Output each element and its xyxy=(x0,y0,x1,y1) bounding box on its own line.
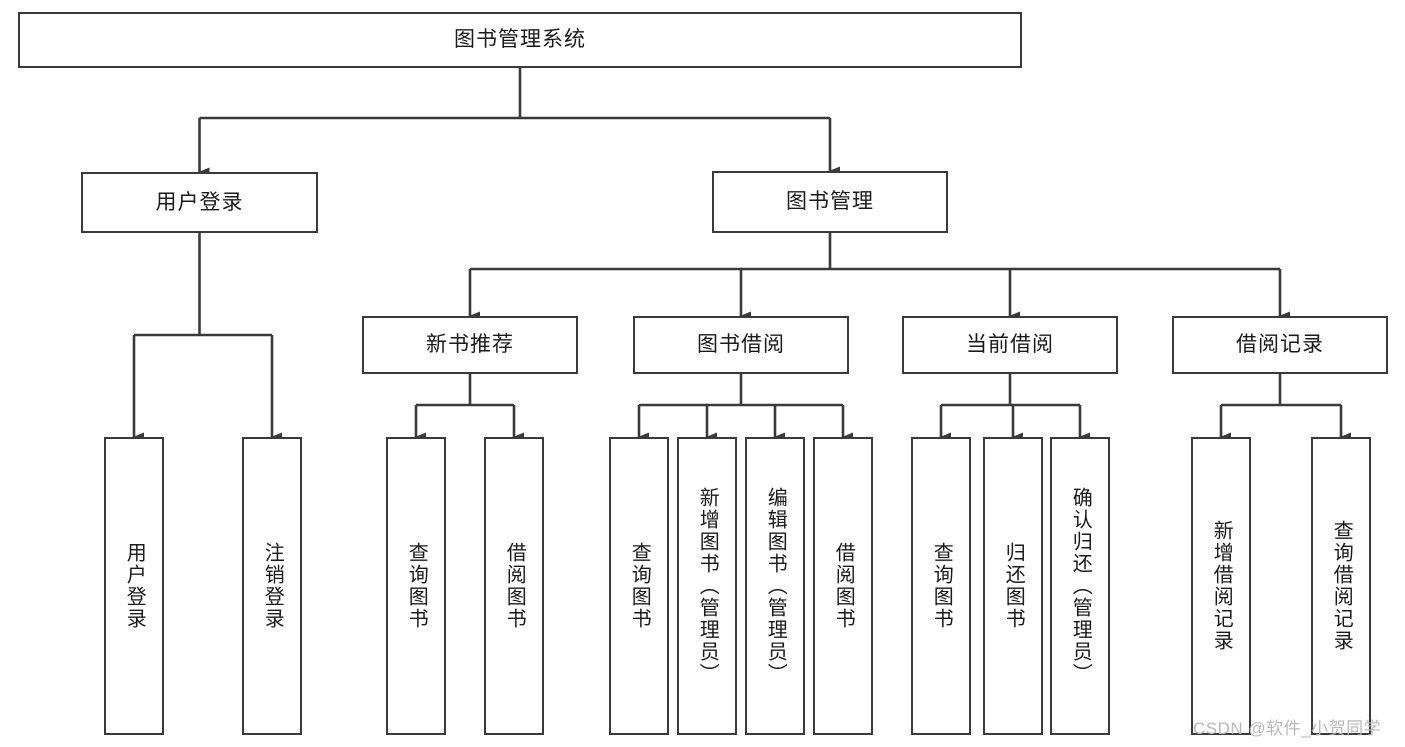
node-label: 图书管理系统 xyxy=(454,28,586,52)
node-root[interactable]: 图书管理系统 xyxy=(18,12,1022,68)
node-label: 归还图书 xyxy=(1002,542,1025,630)
node-label: 图书管理 xyxy=(786,190,874,214)
node-label: 查询图书 xyxy=(405,542,428,630)
node-label: 注销登录 xyxy=(261,542,284,630)
node-label: 新增图书（管理员） xyxy=(696,487,719,685)
node-borrow[interactable]: 图书借阅 xyxy=(633,316,849,374)
node-label: 借阅记录 xyxy=(1236,333,1324,357)
node-label: 当前借阅 xyxy=(966,333,1054,357)
node-label: 用户登录 xyxy=(155,190,244,214)
node-leaf-cur-3[interactable]: 确认归还（管理员） xyxy=(1050,437,1110,735)
node-label: 新增借阅记录 xyxy=(1210,520,1233,652)
node-label: 查询图书 xyxy=(930,542,953,630)
node-label: 新书推荐 xyxy=(426,333,514,357)
node-current[interactable]: 当前借阅 xyxy=(902,316,1118,374)
node-login[interactable]: 用户登录 xyxy=(81,172,318,233)
node-label: 查询借阅记录 xyxy=(1330,520,1353,652)
node-leaf-new-2[interactable]: 借阅图书 xyxy=(484,437,544,735)
node-leaf-borrow-3[interactable]: 编辑图书（管理员） xyxy=(745,437,805,735)
node-label: 图书借阅 xyxy=(697,333,785,357)
node-label: 确认归还（管理员） xyxy=(1069,487,1092,685)
node-label: 用户登录 xyxy=(123,542,146,630)
node-leaf-login-2[interactable]: 注销登录 xyxy=(242,437,302,735)
node-newbook[interactable]: 新书推荐 xyxy=(362,316,578,374)
node-leaf-borrow-4[interactable]: 借阅图书 xyxy=(813,437,873,735)
node-leaf-new-1[interactable]: 查询图书 xyxy=(386,437,446,735)
node-leaf-rec-1[interactable]: 新增借阅记录 xyxy=(1191,437,1251,735)
node-leaf-borrow-2[interactable]: 新增图书（管理员） xyxy=(677,437,737,735)
node-bookmgmt[interactable]: 图书管理 xyxy=(712,171,948,233)
connector-lines xyxy=(132,68,1351,442)
node-leaf-borrow-1[interactable]: 查询图书 xyxy=(609,437,669,735)
node-leaf-cur-1[interactable]: 查询图书 xyxy=(911,437,971,735)
node-label: 查询图书 xyxy=(628,542,651,630)
node-label: 编辑图书（管理员） xyxy=(764,487,787,685)
node-leaf-login-1[interactable]: 用户登录 xyxy=(104,437,164,735)
node-leaf-cur-2[interactable]: 归还图书 xyxy=(983,437,1043,735)
node-records[interactable]: 借阅记录 xyxy=(1172,316,1388,374)
node-leaf-rec-2[interactable]: 查询借阅记录 xyxy=(1311,437,1371,735)
node-label: 借阅图书 xyxy=(832,542,855,630)
node-label: 借阅图书 xyxy=(503,542,526,630)
